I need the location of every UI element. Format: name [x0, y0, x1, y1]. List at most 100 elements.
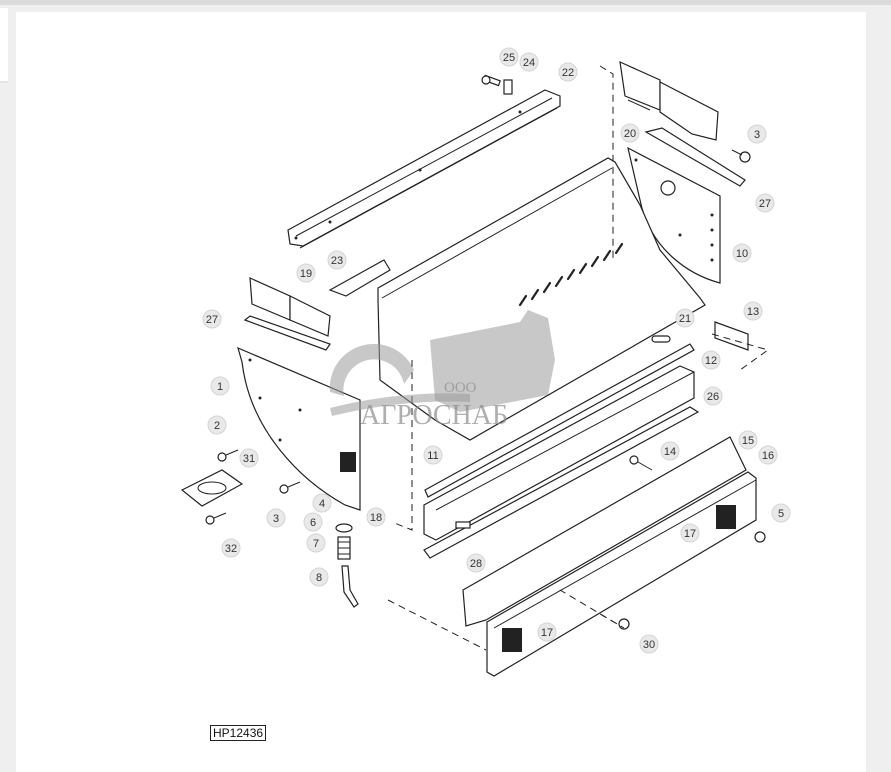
svg-text:19: 19: [300, 268, 312, 280]
callout-27: 27: [202, 309, 222, 329]
bolt-32: [205, 512, 227, 525]
svg-text:15: 15: [742, 435, 754, 447]
svg-text:10: 10: [736, 248, 748, 260]
spring-assembly: [335, 523, 359, 608]
nut-5: [754, 531, 766, 543]
svg-text:17: 17: [541, 627, 553, 639]
callout-26: 26: [703, 386, 723, 406]
svg-text:12: 12: [705, 355, 717, 367]
callout-22: 22: [558, 62, 578, 82]
callout-8: 8: [309, 567, 329, 587]
svg-text:32: 32: [225, 543, 237, 555]
watermark-logo: ООО АГРОСНАБ: [329, 310, 555, 431]
callout-27: 27: [755, 193, 775, 213]
bolt-3-top: [731, 149, 751, 163]
end-plate-1: [237, 346, 361, 511]
svg-text:27: 27: [759, 198, 771, 210]
top-bar: [0, 0, 891, 5]
callout-6: 6: [303, 512, 323, 532]
svg-text:16: 16: [762, 450, 774, 462]
callout-13: 13: [743, 301, 763, 321]
svg-text:18: 18: [370, 512, 382, 524]
strip-27-right: [644, 127, 746, 187]
callout-25: 25: [499, 47, 519, 67]
pin-21: [651, 335, 671, 343]
callout-18: 18: [366, 507, 386, 527]
callout-15: 15: [738, 430, 758, 450]
svg-text:3: 3: [754, 129, 760, 141]
bolt-25: [481, 74, 501, 87]
front-panel-16: [486, 471, 757, 677]
bolt-3-left: [279, 481, 301, 494]
callout-30: 30: [639, 634, 659, 654]
callout-28: 28: [466, 553, 486, 573]
svg-text:13: 13: [747, 306, 759, 318]
beater-12: [423, 365, 695, 541]
figure-id-label: HP12436: [210, 725, 267, 741]
deflector-15: [462, 436, 747, 627]
svg-text:21: 21: [679, 313, 691, 325]
left-side-panel: [0, 8, 8, 83]
callout-1: 1: [210, 376, 230, 396]
strip-27-left: [243, 315, 331, 351]
callout-17: 17: [537, 622, 557, 642]
callout-14: 14: [660, 441, 680, 461]
shaft-11: [424, 343, 695, 498]
svg-text:20: 20: [624, 128, 636, 140]
svg-text:24: 24: [523, 57, 535, 69]
callout-20: 20: [620, 123, 640, 143]
callout-11: 11: [423, 445, 443, 465]
plate-13: [714, 321, 749, 351]
svg-text:31: 31: [243, 453, 255, 465]
assembly-dash-left: [391, 360, 413, 531]
top-rail-22: [287, 89, 561, 249]
svg-text:7: 7: [313, 538, 319, 550]
end-plate-10: [627, 146, 721, 284]
gasket-31: [180, 469, 244, 507]
svg-text:11: 11: [427, 450, 438, 462]
svg-text:22: 22: [562, 67, 574, 79]
callout-2: 2: [207, 415, 227, 435]
svg-text:25: 25: [503, 52, 515, 64]
svg-text:4: 4: [319, 498, 325, 510]
bolt-28: [455, 521, 471, 529]
assembly-dash-bottom: [387, 599, 487, 651]
exploded-parts-diagram: ООО АГРОСНАБ 252422203271023192713211212…: [180, 47, 791, 677]
bolt-14: [629, 455, 653, 471]
callout-7: 7: [306, 533, 326, 553]
callout-17: 17: [680, 523, 700, 543]
svg-text:14: 14: [664, 446, 676, 458]
svg-text:28: 28: [470, 558, 482, 570]
trough-slots: [518, 242, 624, 307]
bracket-20: [619, 61, 719, 141]
svg-text:27: 27: [206, 314, 218, 326]
assembly-dash-right: [599, 65, 614, 260]
svg-text:2: 2: [214, 420, 220, 432]
svg-text:30: 30: [643, 639, 655, 651]
watermark-name: АГРОСНАБ: [360, 400, 508, 431]
rod-26: [423, 406, 700, 559]
callout-24: 24: [519, 52, 539, 72]
callout-32: 32: [221, 538, 241, 558]
watermark-prefix: ООО: [444, 380, 477, 396]
callout-16: 16: [758, 445, 778, 465]
callout-12: 12: [701, 350, 721, 370]
svg-text:26: 26: [707, 391, 719, 403]
callout-21: 21: [675, 308, 695, 328]
svg-text:1: 1: [217, 381, 223, 393]
svg-text:3: 3: [273, 513, 279, 525]
svg-text:23: 23: [331, 255, 343, 267]
svg-text:17: 17: [684, 528, 696, 540]
callout-3: 3: [747, 124, 767, 144]
callout-5: 5: [771, 503, 791, 523]
callout-10: 10: [732, 243, 752, 263]
callout-4: 4: [312, 493, 332, 513]
svg-text:5: 5: [778, 508, 784, 520]
callout-31: 31: [239, 448, 259, 468]
bolt-2: [217, 449, 239, 462]
bracket-19: [249, 277, 331, 337]
callout-23: 23: [327, 250, 347, 270]
svg-text:8: 8: [316, 572, 322, 584]
